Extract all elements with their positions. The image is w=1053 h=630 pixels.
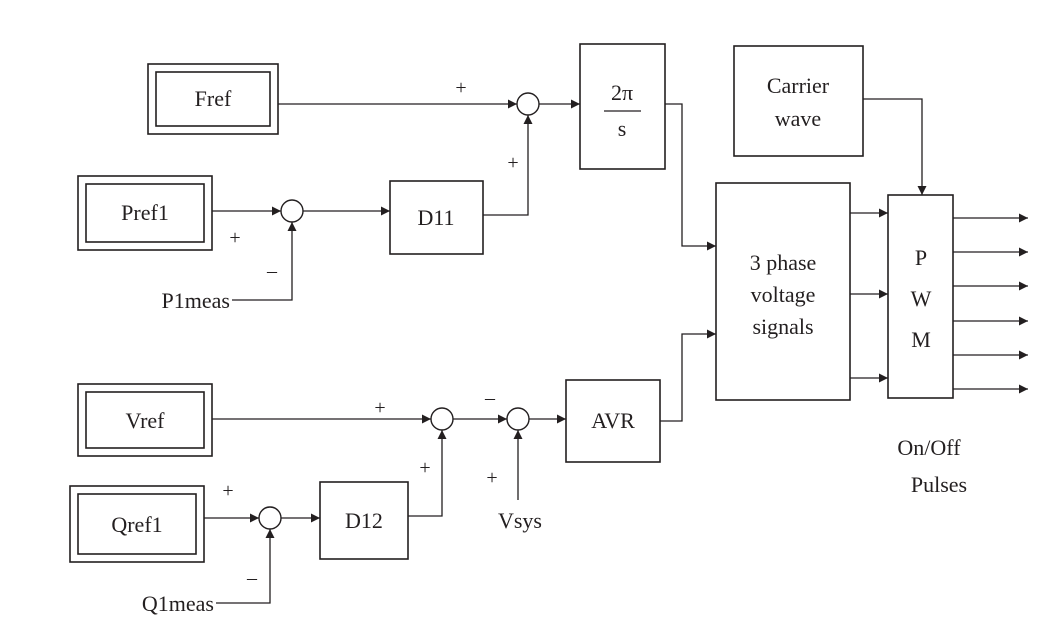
sign-q1meas-minus: – (246, 567, 258, 589)
d11-label: D11 (417, 205, 454, 230)
carrier-label-line2: wave (775, 106, 821, 131)
wire-p1meas-to-sum (232, 222, 297, 301)
wire-avr-to-phase (660, 329, 716, 422)
d12-label: D12 (345, 508, 383, 533)
sign-fref-plus: + (455, 77, 466, 99)
phase-label-line2: voltage (751, 282, 816, 307)
integrator-denominator: s (618, 116, 627, 141)
avr-label: AVR (591, 408, 635, 433)
qref1-block: Qref1 (69, 485, 205, 563)
sum-junction-power (280, 199, 304, 223)
phase-label-line1: 3 phase (750, 250, 817, 275)
q1meas-label: Q1meas (142, 591, 214, 616)
d11-block: D11 (389, 180, 484, 255)
avr-block: AVR (565, 379, 661, 463)
integrator-block: 2π s (579, 43, 666, 170)
vref-label: Vref (126, 408, 166, 433)
output-label-line1: On/Off (897, 435, 961, 460)
sign-d11-plus: + (507, 152, 518, 174)
sign-vsys-plus: + (486, 467, 497, 489)
pref1-label: Pref1 (121, 200, 169, 225)
p1meas-label: P1meas (162, 288, 230, 313)
sum-junction-frequency (516, 92, 540, 116)
wire-q1meas-to-sum (216, 529, 275, 604)
pwm-letter-w: W (911, 286, 932, 311)
sum-junction-voltage-sys (506, 407, 530, 431)
output-label-line2: Pulses (911, 472, 967, 497)
sum-junction-reactive (258, 506, 282, 530)
sign-p1meas-minus: – (266, 260, 278, 282)
sign-qref1-plus: + (222, 480, 233, 502)
wire-d12-to-sum (408, 430, 447, 517)
fref-label: Fref (195, 86, 232, 111)
three-phase-voltage-block: 3 phase voltage signals (715, 182, 851, 401)
carrier-label-line1: Carrier (767, 73, 830, 98)
d12-block: D12 (319, 481, 409, 560)
wire-integrator-to-phase (665, 103, 716, 251)
sign-d12-plus: + (419, 457, 430, 479)
pref1-block: Pref1 (77, 175, 213, 251)
integrator-numerator: 2π (611, 80, 633, 105)
sign-vref-plus: + (374, 397, 385, 419)
qref1-label: Qref1 (111, 512, 162, 537)
pwm-letter-m: M (911, 327, 931, 352)
wire-d11-to-sum (483, 115, 533, 216)
sign-pref1-plus: + (229, 227, 240, 249)
fref-block: Fref (147, 63, 279, 135)
sum-junction-voltage-ref (430, 407, 454, 431)
phase-label-line3: signals (752, 314, 813, 339)
wire-carrier-to-pwm (863, 98, 927, 195)
pwm-block: P W M (887, 194, 954, 399)
vsys-label: Vsys (498, 508, 542, 533)
pwm-letter-p: P (915, 245, 927, 270)
sign-voltage-minus: – (484, 387, 496, 409)
vref-block: Vref (77, 383, 213, 457)
carrier-wave-block: Carrier wave (733, 45, 864, 157)
